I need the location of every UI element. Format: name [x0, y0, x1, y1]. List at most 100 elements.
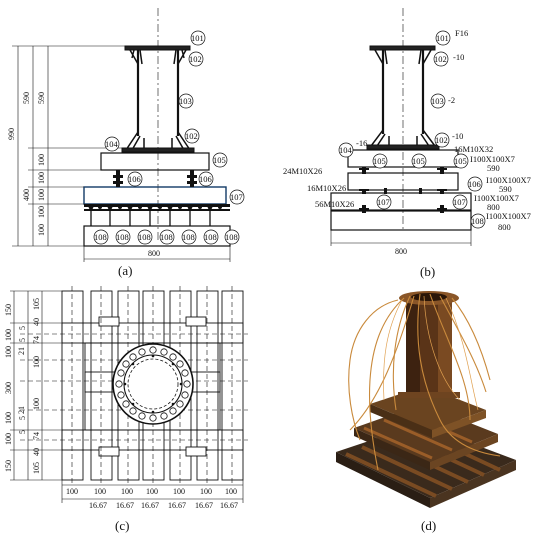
- c-inner-5-b: 5: [18, 338, 27, 342]
- b-beam-len-4: 800: [498, 222, 511, 232]
- caption-d: (d): [421, 518, 436, 533]
- c-dim-100-b: 100: [4, 346, 13, 358]
- b-mark-105-3: 105: [454, 156, 467, 166]
- a-mark-108-5: 108: [182, 232, 195, 242]
- c-bot-1667-2: 16.67: [116, 501, 134, 510]
- c-bot-1667-4: 16.67: [168, 501, 186, 510]
- panel-c-bottom-dims: 100 100 100 100 100 100 100 16.67 16.67 …: [66, 487, 238, 510]
- panel-a-member-marks: 101 102 103 104 102 105 106 106 107 108 …: [93, 30, 245, 245]
- b-beam-len-1: 590: [487, 163, 500, 173]
- b-beam-len-3: 800: [487, 202, 500, 212]
- b-beam-len-2: 590: [499, 184, 512, 194]
- a-dim-base: 800: [148, 249, 160, 258]
- a-dim-h5: 100: [37, 172, 46, 184]
- b-beam-spec-3: I100X100X7: [474, 193, 519, 203]
- c-inner-5-d: 5: [18, 430, 27, 434]
- a-mark-106-right: 106: [199, 174, 212, 184]
- b-plate-bottom: -10: [452, 131, 463, 141]
- b-mark-105-2: 105: [412, 156, 425, 166]
- b-plate-top: -10: [453, 52, 464, 62]
- a-dim-h8: 100: [37, 224, 46, 236]
- c-bot-100-6: 100: [200, 487, 212, 496]
- c-inner-40-bottom: 40: [32, 448, 41, 456]
- a-mark-101: 101: [191, 33, 204, 43]
- b-mark-101: 101: [436, 33, 449, 43]
- panel-c-left-dims: 150 100 21 100 300 21 100 100 150: [4, 304, 26, 472]
- c-inner-74-top: 74: [32, 336, 41, 344]
- c-dim-100-c: 100: [4, 412, 13, 424]
- b-mark-102-top: 102: [434, 54, 447, 64]
- a-dim-h1: 590: [22, 92, 31, 104]
- a-mark-108-4: 108: [160, 232, 173, 242]
- b-mark-104: 104: [339, 145, 353, 155]
- c-inner-5-c: 5: [18, 416, 27, 420]
- c-dim-150-top: 150: [4, 304, 13, 316]
- c-bot-1667-6: 16.67: [220, 501, 238, 510]
- caption-b: (b): [420, 264, 435, 279]
- a-mark-108-1: 108: [94, 232, 107, 242]
- a-mark-105: 105: [213, 155, 226, 165]
- b-plate-f16: F16: [455, 28, 468, 38]
- b-mark-107-1: 107: [377, 197, 390, 207]
- a-dim-h6: 100: [37, 189, 46, 201]
- b-mark-108: 108: [471, 216, 484, 226]
- b-bolt-spec-4: 56M10X26: [315, 199, 354, 209]
- b-plate-column: -2: [448, 95, 455, 105]
- a-mark-102-top: 102: [189, 54, 202, 64]
- b-mark-107-2: 107: [453, 197, 466, 207]
- c-bot-1667-3: 16.67: [141, 501, 159, 510]
- c-bot-100-7: 100: [225, 487, 237, 496]
- b-plate-base: -16: [356, 138, 367, 148]
- c-bot-100-1: 100: [66, 487, 78, 496]
- c-inner-105-bottom: 105: [32, 462, 41, 474]
- panel-a-elevation: [12, 8, 231, 262]
- b-dim-base: 800: [395, 247, 407, 256]
- panel-c-inner-dims: 105 40 5 74 100 5 5 100 74 5 40 105: [18, 298, 41, 474]
- c-dim-300: 300: [4, 382, 13, 394]
- b-beam-spec-1: I100X100X7: [470, 154, 515, 164]
- panel-c-bolt-ring: [115, 346, 191, 422]
- b-bolt-spec-3: 16M10X26: [307, 183, 346, 193]
- b-mark-105-1: 105: [373, 156, 386, 166]
- a-mark-104: 104: [105, 139, 119, 149]
- b-mark-102-bottom: 102: [435, 135, 448, 145]
- panel-c-ring-stiffeners: [123, 354, 183, 414]
- a-mark-108-3: 108: [138, 232, 151, 242]
- a-dim-h4: 100: [37, 154, 46, 166]
- c-inner-100-top: 100: [32, 356, 41, 368]
- panel-b-elevation: [330, 8, 472, 246]
- c-inner-40-top: 40: [32, 318, 41, 326]
- c-bot-1667-5: 16.67: [195, 501, 213, 510]
- panel-b-member-marks: 101 102 103 104 102 105 105 105 106 107 …: [338, 30, 486, 229]
- a-mark-103: 103: [179, 96, 192, 106]
- c-inner-74-bottom: 74: [32, 432, 41, 440]
- c-inner-100-bottom: 100: [32, 398, 41, 410]
- c-bot-100-4: 100: [146, 487, 158, 496]
- b-mark-106: 106: [468, 179, 481, 189]
- panel-b-specs: F16 -10 -2 -16 -10 16M10X32 24M10X26 16M…: [283, 28, 531, 256]
- c-bot-100-2: 100: [94, 487, 106, 496]
- a-dim-h3: 400: [22, 189, 31, 201]
- b-mark-103: 103: [431, 96, 444, 106]
- c-inner-5-a: 5: [18, 326, 27, 330]
- c-bot-100-3: 100: [121, 487, 133, 496]
- caption-a: (a): [118, 263, 132, 278]
- b-beam-spec-2: I100X100X7: [486, 175, 531, 185]
- panel-d-photo: [336, 291, 516, 508]
- a-dim-h2: 590: [37, 92, 46, 104]
- a-mark-108-6: 108: [204, 232, 217, 242]
- c-dim-100-a: 100: [4, 329, 13, 341]
- a-mark-106-left: 106: [128, 174, 141, 184]
- a-mark-107: 107: [230, 192, 243, 202]
- a-dim-h7: 100: [37, 206, 46, 218]
- c-dim-21-bottom: 21: [17, 406, 26, 414]
- a-mark-102-bottom: 102: [185, 131, 198, 141]
- panel-c-dimension-lines: [10, 290, 244, 503]
- c-bot-100-5: 100: [173, 487, 185, 496]
- b-bolt-spec-2: 24M10X26: [283, 166, 322, 176]
- c-dim-21-top: 21: [17, 347, 26, 355]
- panel-a-dimension-text: 990 590 590 400 100 100 100 100 100 800: [7, 92, 160, 258]
- a-dim-outer: 990: [7, 128, 16, 140]
- a-mark-108-7: 108: [225, 232, 238, 242]
